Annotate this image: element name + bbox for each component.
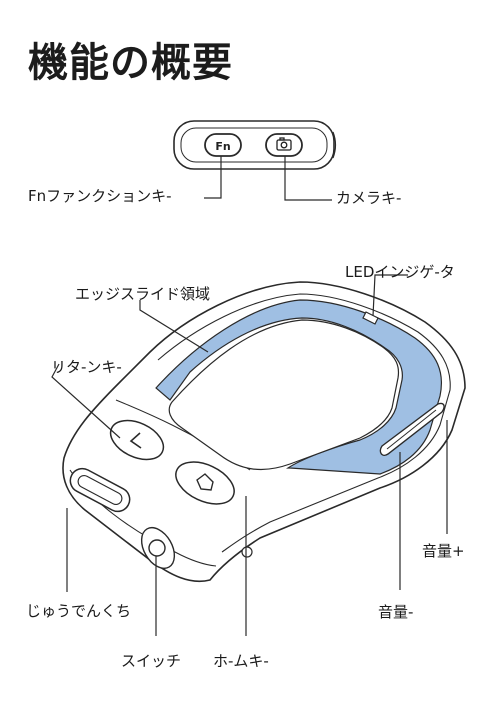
camera-icon: [276, 137, 292, 151]
main-leader-lines: [51, 274, 448, 636]
home-key: [175, 461, 235, 505]
camera-button: [265, 133, 303, 157]
screen: [168, 319, 400, 471]
volume-keys: [379, 402, 445, 456]
device-top-view: [173, 120, 337, 170]
edge-slide-region: [155, 299, 442, 475]
label-edge-slide: エッジスライド領域: [75, 285, 211, 303]
label-charging-port: じゅうでんくち: [26, 602, 132, 620]
label-volume-down: 音量-: [378, 603, 414, 621]
page-title: 機能の概要: [28, 40, 233, 86]
label-led-indicator: LEDインジゲ-タ: [345, 263, 455, 281]
fn-button: Fn: [204, 133, 242, 157]
label-switch: スイッチ: [121, 652, 182, 670]
return-key: [109, 419, 165, 461]
label-camera-key: カメラキ-: [336, 189, 402, 207]
label-volume-up: 音量+: [422, 542, 465, 560]
home-icon: [196, 473, 214, 491]
charging-port: [69, 467, 131, 513]
small-hole: [241, 546, 253, 558]
top-leader-lines: [204, 156, 332, 201]
led-indicator: [362, 311, 379, 325]
label-fn-key: Fnファンクションキ-: [28, 187, 172, 205]
label-return-key: リタ-ンキ-: [51, 358, 122, 376]
label-home-key: ホ-ムキ-: [213, 652, 269, 670]
fn-button-text: Fn: [215, 140, 230, 153]
chevron-left-icon: [129, 432, 142, 449]
power-switch: [140, 527, 176, 569]
